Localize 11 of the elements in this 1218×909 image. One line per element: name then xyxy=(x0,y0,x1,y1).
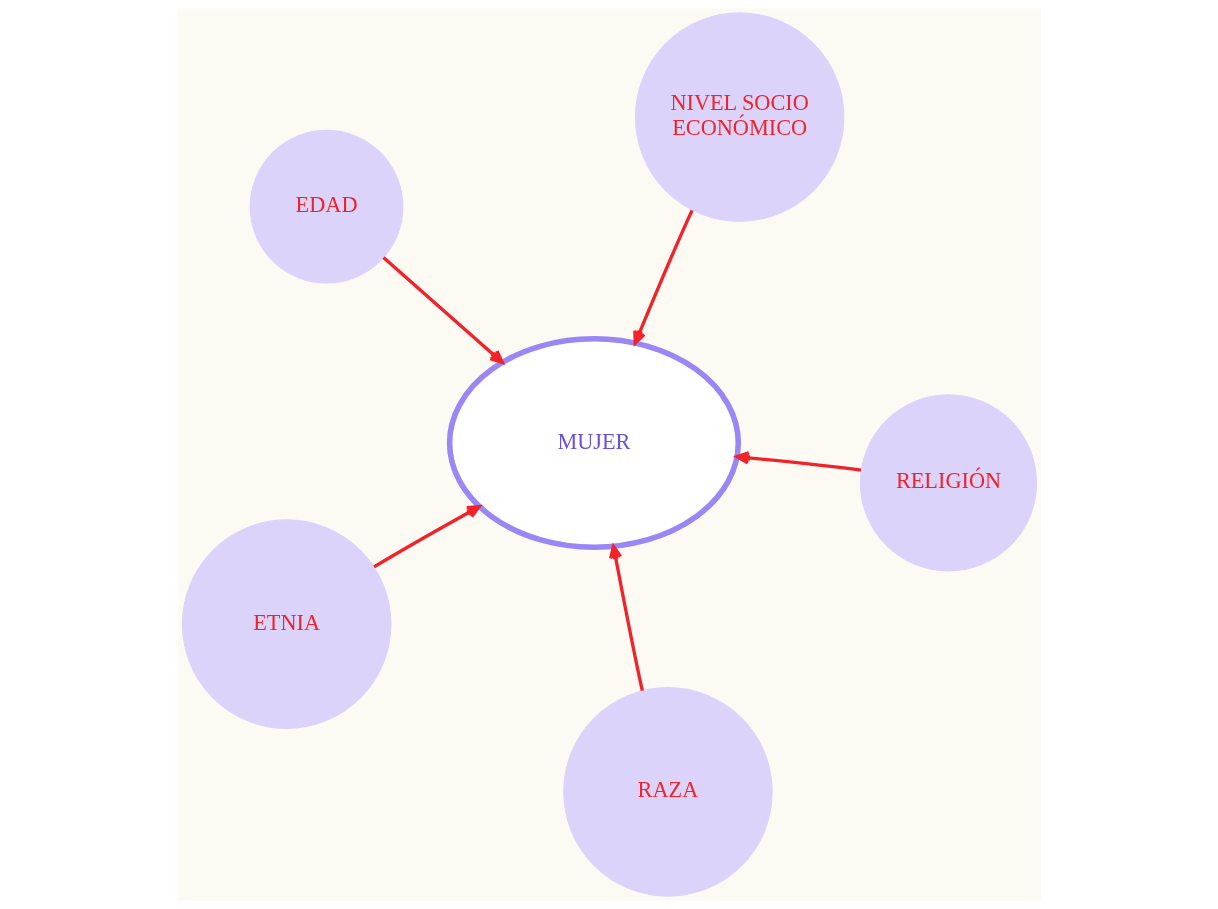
arrow xyxy=(608,544,644,692)
arrow xyxy=(372,505,481,569)
arrow xyxy=(735,451,861,472)
node-circle: NIVEL SOCIO ECONÓMICO xyxy=(634,12,844,222)
arrow xyxy=(381,256,504,364)
node-circle: RELIGIÓN xyxy=(859,394,1037,572)
node-circle: EDAD xyxy=(249,129,403,284)
node-circle: ETNIA xyxy=(181,519,391,729)
arrow xyxy=(632,209,694,345)
node-circle: RAZA xyxy=(562,687,773,897)
node-ellipse: MUJER xyxy=(446,336,741,550)
